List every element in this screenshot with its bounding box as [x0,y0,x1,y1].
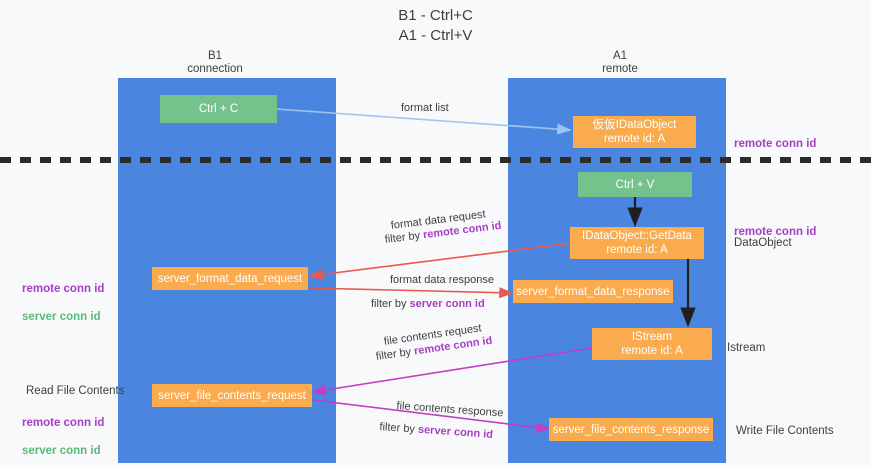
arrow-label-format-list: format list [401,102,449,114]
node-ctrl-v[interactable]: Ctrl + V [578,172,692,197]
node-server-file-contents-request[interactable]: server_file_contents_request [152,384,312,407]
filter-prefix: filter by [384,229,424,246]
lane-header-a1: A1 remote [602,50,638,75]
filter-prefix: filter by [379,420,419,436]
node-idataobject-getdata[interactable]: IDataObject::GetData remote id: A [570,227,704,259]
side-label-read-file-contents: Read File Contents [26,385,125,397]
arrow-label-file-contents-response: file contents response [396,399,504,420]
side-label-istream: Istream [727,342,766,354]
lane-header-b1: B1 connection [187,50,243,75]
node-server-format-data-request-label: server_format_data_request [157,272,303,285]
arrow-label-format-data-response-filter: filter by server conn id [371,297,485,311]
side-label-write-file-contents: Write File Contents [736,425,834,437]
node-idataobject-getdata-line1: IDataObject::GetData [582,230,692,242]
side-label-conn-ids-left-lower: remote conn id server conn id [22,417,105,457]
node-ctrl-v-label: Ctrl + V [615,178,655,191]
node-ctrl-c[interactable]: Ctrl + C [160,95,277,123]
node-ctrl-c-label: Ctrl + C [198,103,239,115]
node-istream-line1: IStream [631,331,673,343]
side-label-conn-ids-left-upper: remote conn id server conn id [22,283,105,323]
node-ole-idataobject-line2: remote id: A [603,133,666,145]
filter-prefix: filter by [371,298,410,310]
node-istream-line2: remote id: A [621,345,683,357]
node-ole-idataobject-line1: 仮仮IDataObject [592,119,677,131]
node-server-format-data-response[interactable]: server_format_data_response [513,280,673,303]
node-server-file-contents-request-label: server_file_contents_request [158,389,306,402]
arrow-label-file-contents-response-filter: filter by server conn id [379,420,493,442]
filter-prefix: filter by [375,345,415,363]
server-conn-id-key: server conn id [417,423,494,441]
diagram-title: B1 - Ctrl+C A1 - Ctrl+V [398,7,473,44]
side-label-remote-conn-id-top: remote conn id [734,138,817,150]
node-server-format-data-request[interactable]: server_format_data_request [152,267,308,290]
node-ole-idataobject[interactable]: 仮仮IDataObject remote id: A [573,116,696,148]
node-server-format-data-response-label: server_format_data_response [516,285,670,298]
node-server-file-contents-response[interactable]: server_file_contents_response [549,418,713,441]
arrow-label-format-data-response: format data response [390,274,494,286]
divider-dashed-line [0,157,871,163]
side-label-remote-conn-id-mid: remote conn id [734,226,817,238]
node-idataobject-getdata-line2: remote id: A [606,244,668,256]
node-istream[interactable]: IStream remote id: A [592,328,712,360]
node-server-file-contents-response-label: server_file_contents_response [552,423,710,436]
side-label-dataobject: DataObject [734,237,792,249]
server-conn-id-key: server conn id [409,298,485,310]
